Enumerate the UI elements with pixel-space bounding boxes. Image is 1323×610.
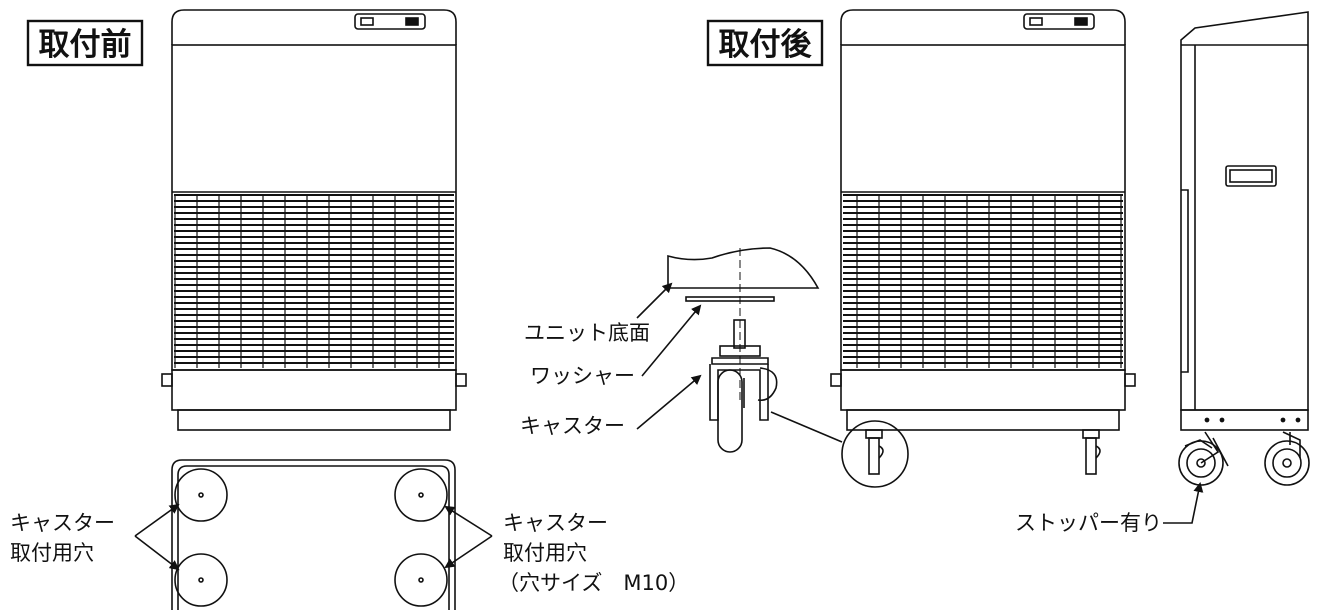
caster-hole-right-line3: （穴サイズ M10）: [498, 571, 689, 595]
before-bottom-view: [171, 459, 456, 610]
title-after-box: 取付後: [706, 19, 824, 67]
title-after: 取付後: [719, 27, 813, 63]
caster-hole-left-arrow-top: [134, 503, 180, 537]
caster-arrow: [636, 374, 702, 430]
after-front-view: [830, 9, 1136, 488]
caster-hole-bottom-left: [174, 553, 228, 607]
title-before-box: 取付前: [26, 19, 144, 67]
unit-bottom-plate: [667, 247, 820, 289]
caster-hole-left-line2: 取付用穴: [10, 541, 94, 565]
caster-hole-left-line1: キャスター: [10, 511, 115, 535]
washer-arrow: [641, 304, 702, 377]
stopper-label: ストッパー有り: [1015, 511, 1162, 535]
caster-hole-right-line2: 取付用穴: [503, 541, 587, 565]
caster-exploded-detail: [667, 247, 843, 453]
caster-bolt: [733, 319, 746, 349]
before-front-view: [161, 9, 467, 431]
title-before: 取付前: [39, 27, 132, 63]
caster-hole-right-line1: キャスター: [503, 511, 608, 535]
caster-hole-bottom-right: [394, 553, 448, 607]
unit-bottom-label: ユニット底面: [524, 321, 650, 345]
caster-hole-right-arrow-bottom: [444, 535, 493, 569]
washer-shape: [685, 296, 775, 302]
after-side-view: [1178, 11, 1310, 486]
caster-hole-top-left: [174, 468, 228, 522]
washer-label: ワッシャー: [530, 364, 635, 388]
caster-label: キャスター: [520, 414, 625, 438]
caster-hole-top-right: [394, 468, 448, 522]
caster-wheel: [717, 369, 743, 453]
unit-bottom-arrow: [636, 282, 673, 319]
stopper-arrow: [1163, 482, 1204, 524]
caster-detail-circle: [841, 420, 909, 488]
caster-hole-left-arrow-bottom: [134, 535, 180, 571]
caster-hole-right-arrow-top: [444, 505, 493, 537]
